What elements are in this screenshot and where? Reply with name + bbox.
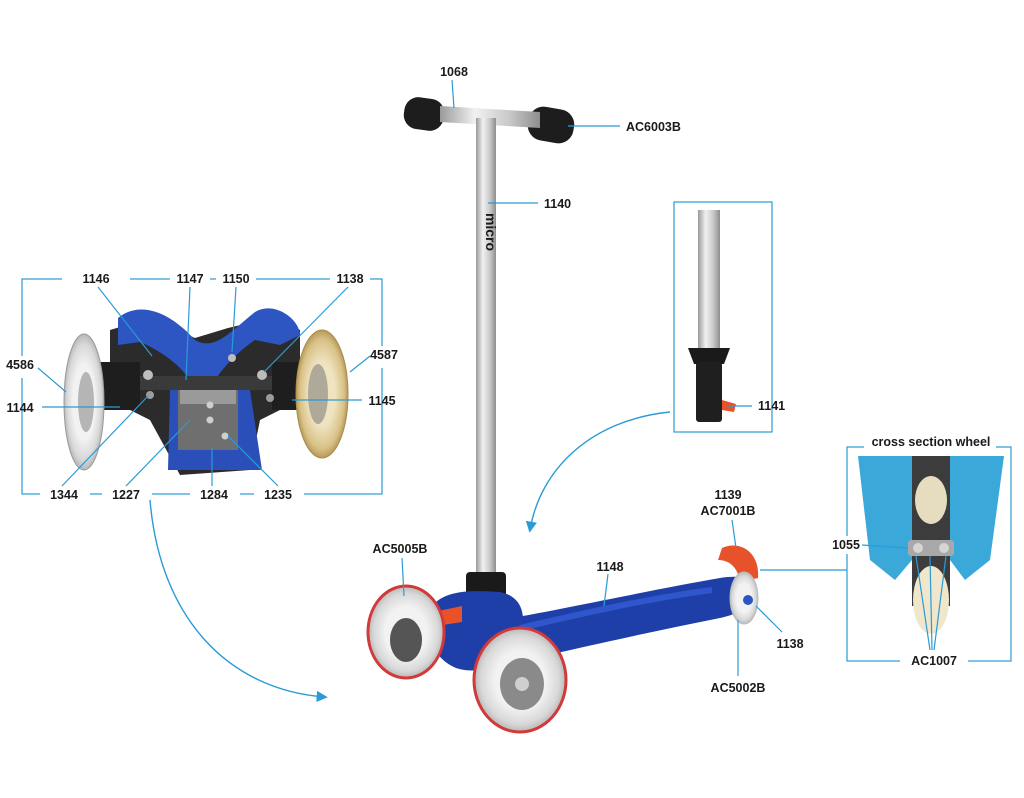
- leader-ac1007-b: [929, 555, 933, 651]
- label-1141: 1141: [758, 399, 785, 413]
- leader-1147: [185, 286, 191, 381]
- leader-4586: [37, 367, 67, 393]
- label-1284: 1284: [200, 488, 228, 502]
- label-1235: 1235: [264, 488, 292, 502]
- leader-1055: [861, 544, 909, 549]
- clamp-frame: [673, 201, 773, 433]
- clamp-detail: 1141: [673, 201, 785, 433]
- leader-1344: [61, 395, 149, 487]
- leader-1068: [451, 79, 455, 109]
- label-ac1007: AC1007: [911, 654, 957, 668]
- leader-ac1007-c: [933, 555, 947, 651]
- stem-logo: micro: [483, 213, 499, 251]
- label-1068: 1068: [440, 65, 468, 79]
- leader-1139: [731, 519, 737, 549]
- label-1150: 1150: [222, 272, 249, 286]
- arrow-clamp-to-stem: [525, 411, 671, 533]
- label-1138: 1138: [776, 637, 803, 651]
- leader-1150: [231, 286, 237, 353]
- arrow-detail-to-wheel: [149, 499, 328, 702]
- label-ac5002b: AC5002B: [711, 681, 766, 695]
- label-1139: 1139: [714, 488, 741, 502]
- leader-1146: [97, 286, 153, 357]
- label-1138-detail: 1138: [336, 272, 363, 286]
- label-ac7001b: AC7001B: [701, 504, 756, 518]
- label-1145: 1145: [368, 394, 395, 408]
- label-1144: 1144: [6, 401, 33, 415]
- front-axle-detail: 1146 1147 1150 1138 4586 4587 1144 1145 …: [6, 272, 398, 502]
- leader-ac5005b: [401, 557, 405, 597]
- label-4587: 4587: [370, 348, 398, 362]
- cross-section-caption: cross section wheel: [872, 435, 991, 449]
- label-1146: 1146: [82, 272, 109, 286]
- leader-ac1007-a: [915, 555, 931, 651]
- leader-4587: [349, 355, 371, 373]
- label-ac6003b: AC6003B: [626, 120, 681, 134]
- leader-1138-detail: [263, 286, 349, 373]
- label-1055: 1055: [832, 538, 860, 552]
- leader-1235: [227, 435, 279, 487]
- label-1147: 1147: [176, 272, 203, 286]
- scooter-illustration: micro: [366, 97, 759, 734]
- label-ac5005b: AC5005B: [373, 542, 428, 556]
- leader-1227: [125, 419, 191, 487]
- front-axle-illustration: [63, 308, 349, 475]
- leader-1148: [603, 573, 609, 607]
- label-4586: 4586: [6, 358, 34, 372]
- label-1344: 1344: [50, 488, 78, 502]
- cross-section-detail: cross section wheel 1055 AC1007: [832, 435, 1012, 668]
- label-1148: 1148: [596, 560, 623, 574]
- leader-1138: [755, 605, 783, 633]
- label-1140: 1140: [544, 197, 571, 211]
- label-1227: 1227: [112, 488, 140, 502]
